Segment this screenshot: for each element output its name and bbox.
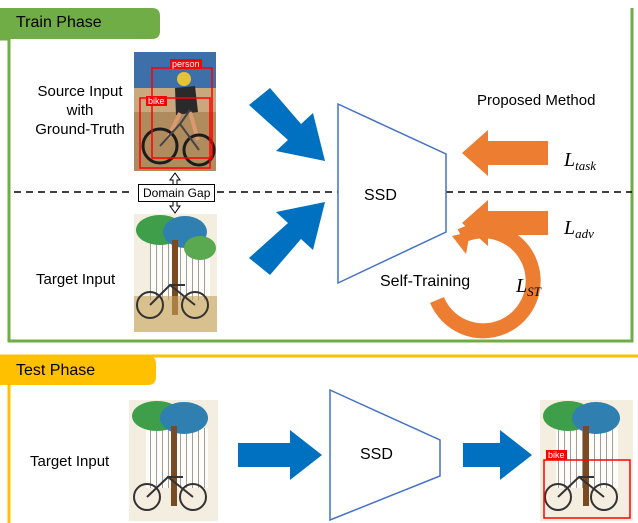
domain-gap-label: Domain Gap	[138, 184, 216, 202]
self-training-label: Self-Training	[380, 273, 471, 290]
test-target-image	[129, 400, 218, 521]
test-phase-panel	[0, 354, 638, 523]
train-phase-panel	[0, 8, 634, 343]
self-training-arrow	[430, 223, 541, 339]
ssd-model-train	[337, 102, 447, 285]
test-target-input-label: Target Input	[30, 453, 110, 470]
bike-box-label: bike	[146, 96, 167, 106]
output-bike-bounding-box	[543, 459, 631, 519]
test-phase-tab	[0, 356, 156, 385]
person-box-label: person	[170, 59, 202, 69]
test-output-arrow	[463, 430, 532, 480]
task-loss-arrow	[462, 130, 548, 176]
ssd-model-test	[329, 388, 441, 522]
train-phase-tab	[0, 8, 160, 39]
adv-loss-symbol: Ladv	[564, 217, 594, 241]
source-to-ssd-arrow	[249, 88, 325, 161]
output-bike-box-label: bike	[546, 450, 567, 460]
st-loss-symbol: LST	[516, 275, 541, 299]
source-image	[134, 52, 216, 171]
task-loss-symbol: Ltask	[564, 149, 597, 173]
test-phase-title: Test Phase	[16, 362, 96, 379]
ssd-label-test: SSD	[360, 446, 393, 463]
source-input-label: Source Input with Ground-Truth	[35, 83, 125, 138]
target-to-ssd-arrow	[249, 202, 325, 275]
proposed-method-label: Proposed Method	[477, 92, 596, 109]
test-input-arrow	[238, 430, 322, 480]
train-phase-title: Train Phase	[16, 14, 102, 31]
bike-bounding-box	[139, 97, 211, 169]
ssd-label-train: SSD	[364, 187, 397, 204]
target-image	[134, 214, 217, 332]
target-input-label: Target Input	[36, 271, 116, 288]
